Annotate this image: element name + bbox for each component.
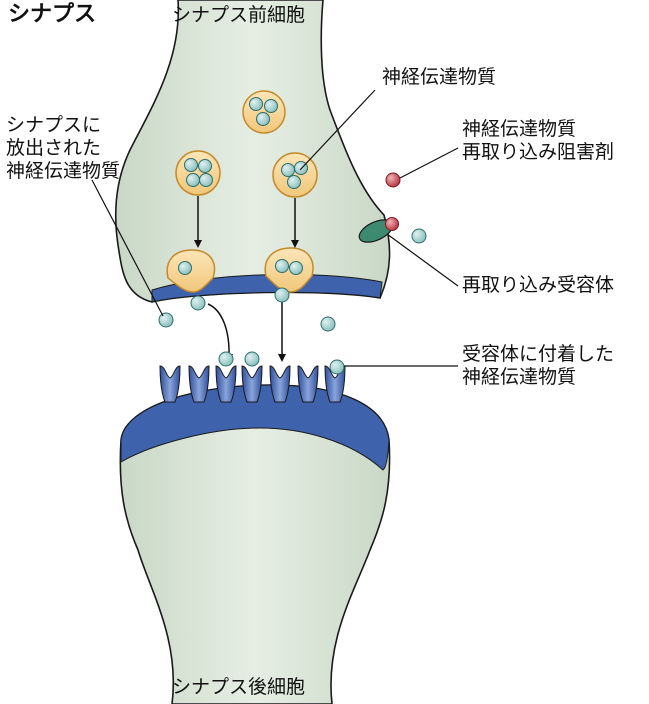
bound-neurotransmitter-line-2: 神経伝達物質: [462, 366, 577, 388]
reuptake-inhibitor-line-1: 神経伝達物質: [462, 118, 577, 140]
vesicle-left: [175, 150, 221, 196]
free-transmitter-near-transporter: [411, 228, 427, 244]
presynaptic-terminal: [114, 0, 391, 303]
reuptake-inhibitor-molecule: [385, 172, 401, 188]
approaching-transmitter: [244, 351, 260, 367]
leader-lines: [91, 89, 459, 367]
reuptake-receptor-label: 再取り込み受容体: [462, 274, 615, 296]
vesicle-top: [242, 90, 286, 134]
released-transmitters: [158, 287, 336, 332]
reuptake-inhibitor-line-2: 再取り込み阻害剤: [462, 141, 615, 163]
reuptake-transporter: [358, 217, 399, 243]
diagram-title: シナプス: [8, 2, 97, 27]
presynaptic-body: [114, 0, 391, 303]
receptor-channel: [188, 365, 210, 403]
postsynaptic-cell-label: シナプス後細胞: [172, 676, 306, 698]
receptor-channel: [297, 365, 319, 403]
released-neurotransmitter-label: シナプスに 放出された 神経伝達物質: [6, 114, 120, 183]
neurotransmitter-label: 神経伝達物質: [382, 66, 497, 88]
reuptake-inhibitor-label: 神経伝達物質 再取り込み阻害剤: [462, 118, 614, 164]
receptor-channel: [241, 365, 263, 403]
released-neurotransmitter-line-3: 神経伝達物質: [6, 160, 121, 182]
fusing-vesicle-right: [264, 247, 314, 293]
fusing-vesicle-left: [166, 249, 216, 293]
bound-transmitter: [329, 359, 345, 375]
approaching-transmitter: [218, 351, 234, 367]
receptor-channel: [215, 365, 237, 403]
postsynaptic-cell: [119, 384, 391, 704]
receptor-channel: [269, 365, 291, 403]
transport-arrows: [194, 196, 299, 362]
receptor-channel: [159, 365, 181, 403]
released-neurotransmitter-line-2: 放出された: [6, 137, 102, 159]
bound-neurotransmitter-line-1: 受容体に付着した: [462, 343, 615, 365]
bound-neurotransmitter-label: 受容体に付着した 神経伝達物質: [462, 343, 614, 389]
released-neurotransmitter-line-1: シナプスに: [6, 114, 102, 136]
presynaptic-cell-label: シナプス前細胞: [172, 4, 306, 26]
receptors: [159, 351, 346, 403]
